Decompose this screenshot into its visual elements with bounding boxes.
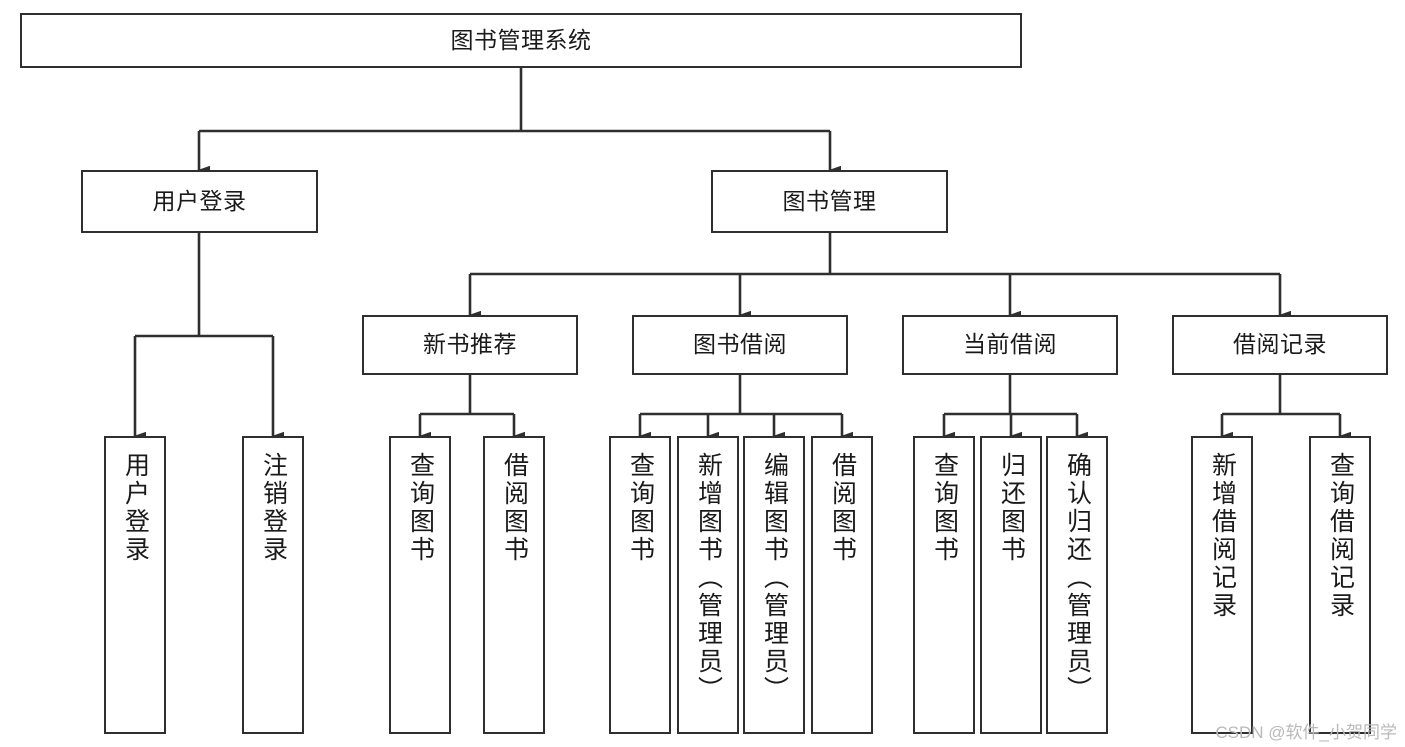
- leaf-new-book-query-book[interactable]: 查询图书: [389, 436, 451, 734]
- node-label: 编辑图书（管理员）: [760, 452, 789, 704]
- leaf-current-borrow-confirm-return-admin[interactable]: 确认归还（管理员）: [1046, 436, 1108, 734]
- node-label: 归还图书: [997, 452, 1026, 564]
- leaf-new-book-borrow-book[interactable]: 借阅图书: [483, 436, 545, 734]
- node-label: 当前借阅: [963, 331, 1057, 358]
- node-label: 查询图书: [406, 452, 435, 564]
- leaf-borrow-record-add-record[interactable]: 新增借阅记录: [1191, 436, 1253, 734]
- node-new-book-recommend[interactable]: 新书推荐: [362, 315, 578, 375]
- node-label: 图书管理系统: [450, 26, 592, 53]
- node-label: 查询图书: [626, 452, 655, 564]
- leaf-book-borrow-query-book[interactable]: 查询图书: [609, 436, 671, 734]
- node-label: 查询借阅记录: [1326, 452, 1355, 620]
- node-user-login[interactable]: 用户登录: [81, 170, 318, 233]
- node-label: 借阅图书: [828, 452, 857, 564]
- node-label: 确认归还（管理员）: [1063, 452, 1092, 704]
- node-label: 新增借阅记录: [1208, 452, 1237, 620]
- leaf-book-borrow-borrow-book[interactable]: 借阅图书: [811, 436, 873, 734]
- node-label: 新书推荐: [423, 331, 517, 358]
- node-borrow-record[interactable]: 借阅记录: [1172, 315, 1388, 375]
- node-current-borrow[interactable]: 当前借阅: [902, 315, 1118, 375]
- node-label: 用户登录: [121, 452, 150, 564]
- node-label: 注销登录: [259, 452, 288, 564]
- leaf-book-borrow-add-book-admin[interactable]: 新增图书（管理员）: [677, 436, 739, 734]
- node-label: 查询图书: [930, 452, 959, 564]
- leaf-current-borrow-return-book[interactable]: 归还图书: [980, 436, 1042, 734]
- node-label: 用户登录: [152, 187, 247, 214]
- leaf-user-login-login[interactable]: 用户登录: [104, 436, 166, 734]
- node-label: 借阅记录: [1233, 331, 1327, 358]
- leaf-current-borrow-query-book[interactable]: 查询图书: [913, 436, 975, 734]
- node-label: 图书借阅: [693, 331, 787, 358]
- csdn-watermark: CSDN @软件_小贺同学: [1215, 723, 1397, 742]
- node-root-book-management-system[interactable]: 图书管理系统: [20, 13, 1022, 68]
- node-book-borrow[interactable]: 图书借阅: [632, 315, 848, 375]
- leaf-borrow-record-query-record[interactable]: 查询借阅记录: [1309, 436, 1371, 734]
- node-label: 新增图书（管理员）: [694, 452, 723, 704]
- node-label: 图书管理: [782, 187, 877, 214]
- node-book-management[interactable]: 图书管理: [711, 170, 948, 233]
- node-label: 借阅图书: [500, 452, 529, 564]
- leaf-user-login-logout[interactable]: 注销登录: [242, 436, 304, 734]
- leaf-book-borrow-edit-book-admin[interactable]: 编辑图书（管理员）: [743, 436, 805, 734]
